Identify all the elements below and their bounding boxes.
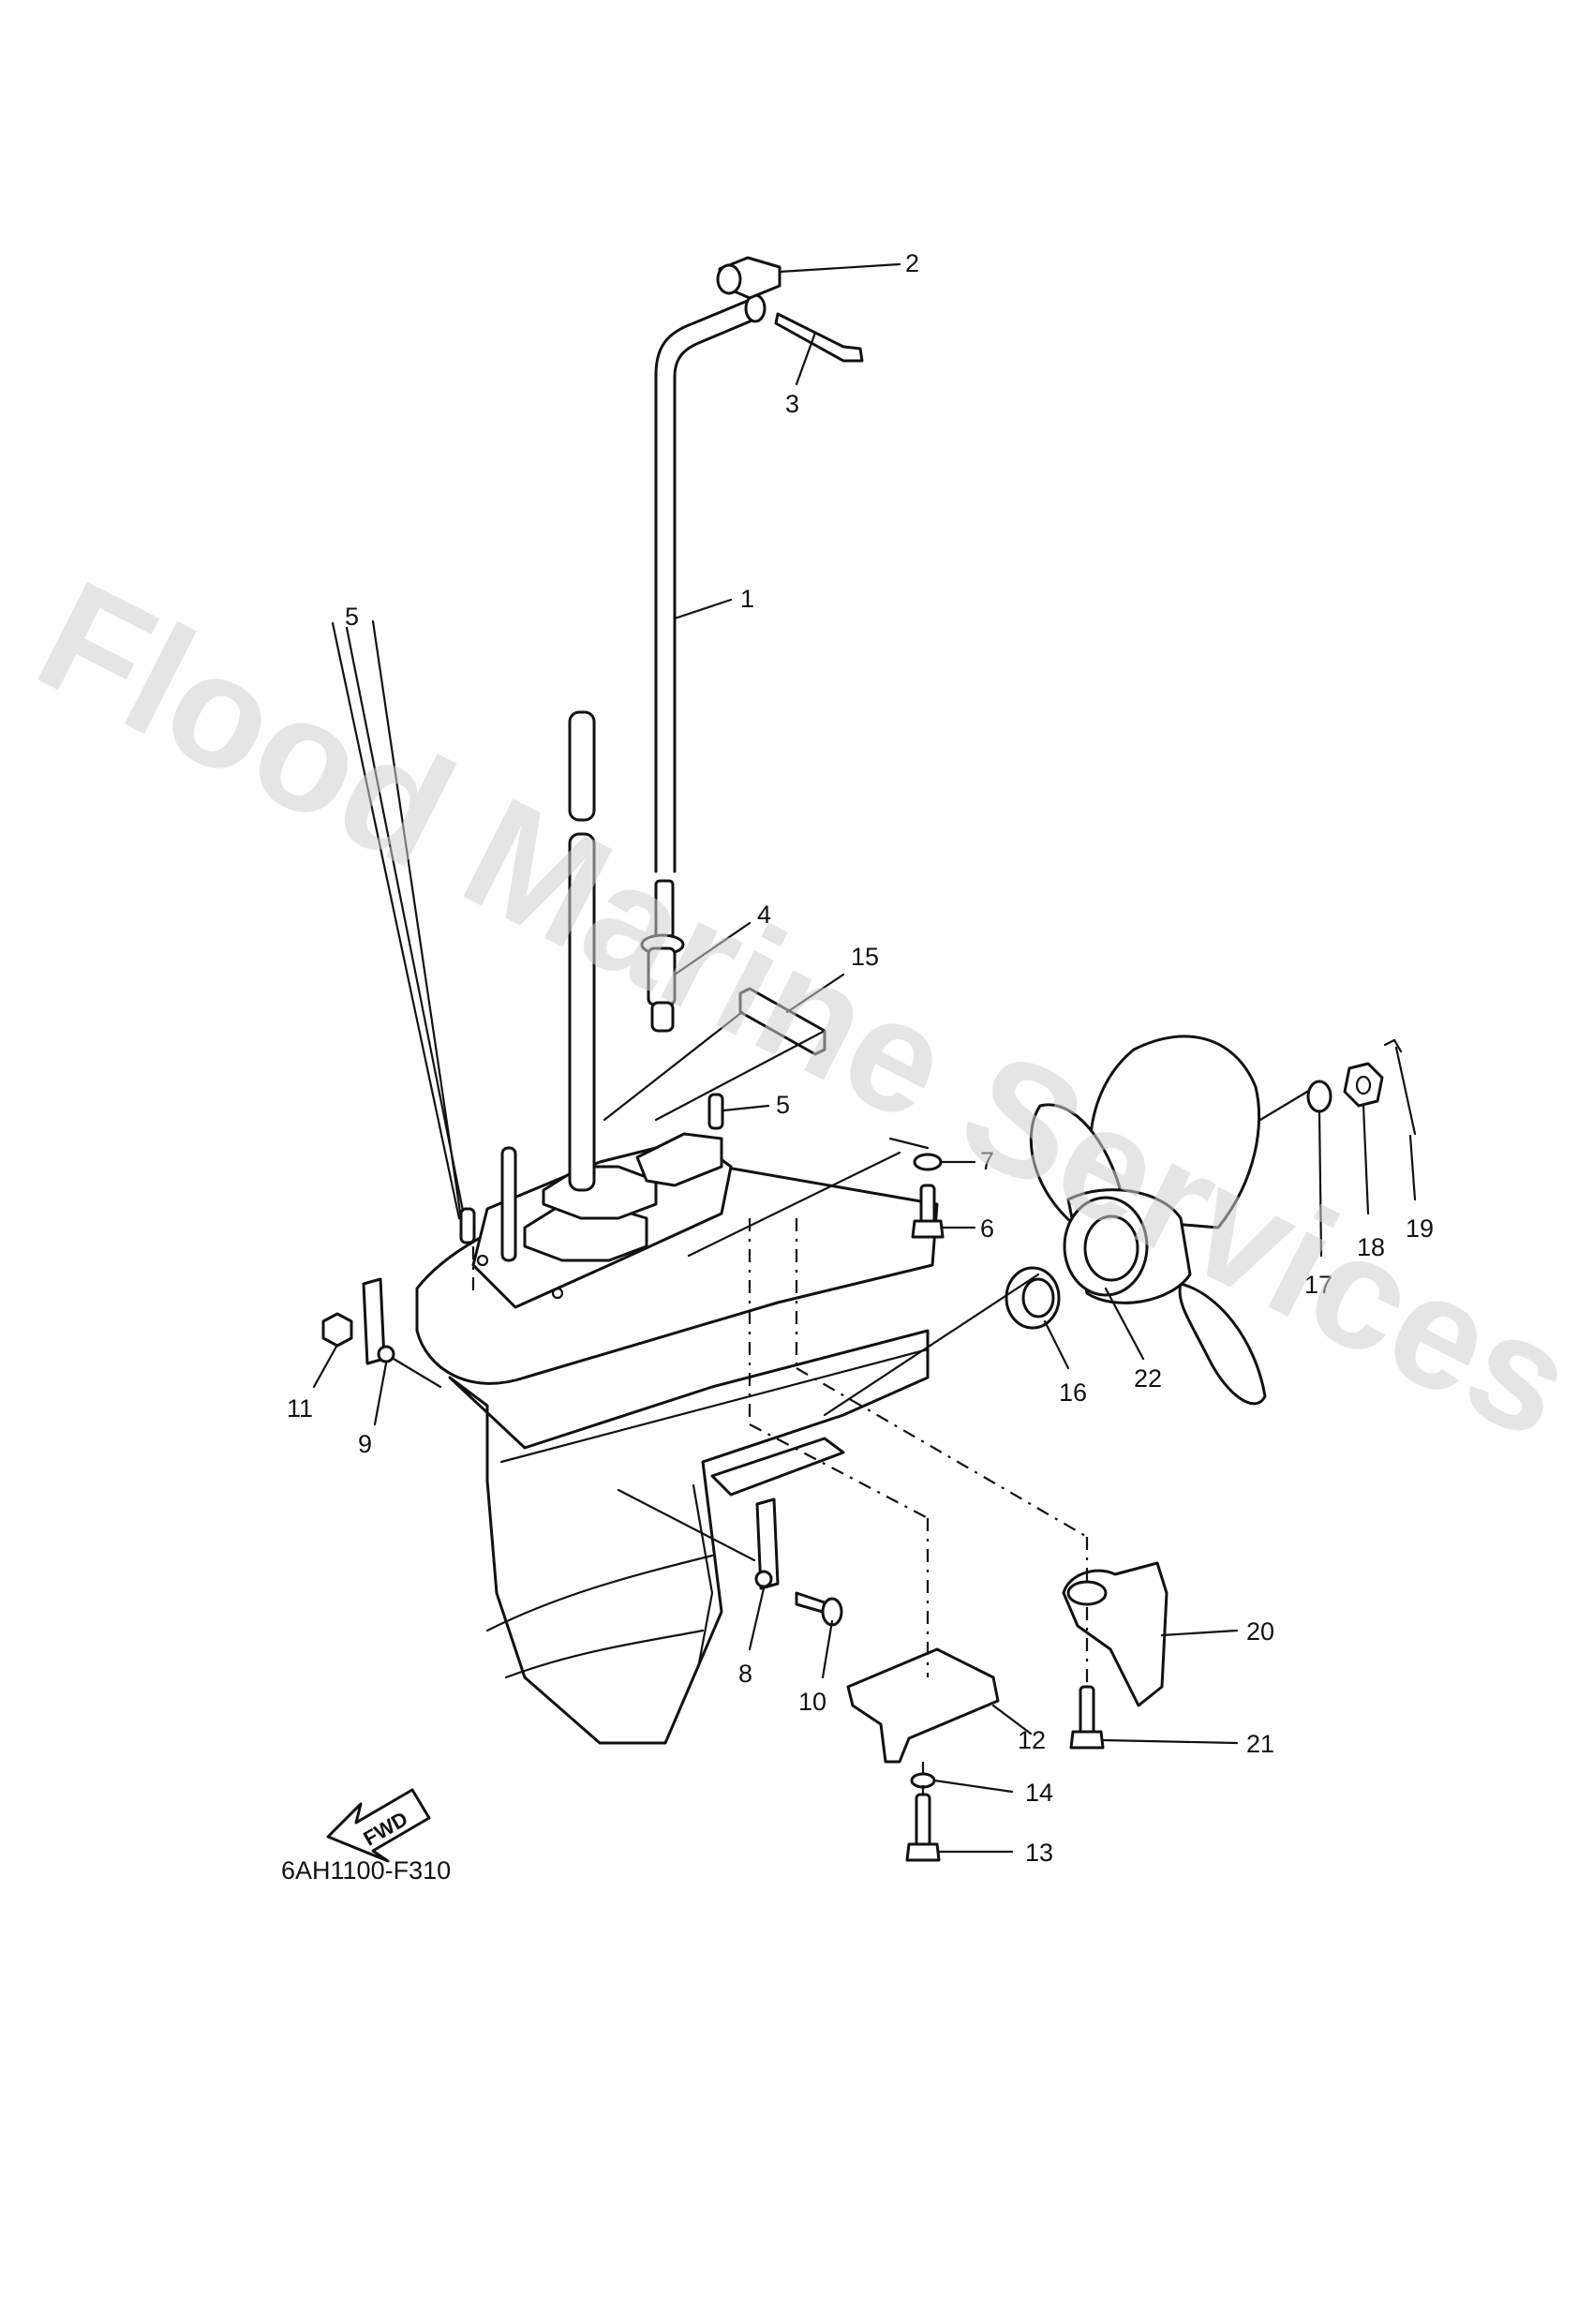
- leader-lines: [312, 262, 1417, 1854]
- nut-part-18: [1343, 1062, 1384, 1108]
- callout-11: 11: [287, 1394, 313, 1423]
- callout-17: 17: [1304, 1271, 1332, 1299]
- propeller-part-22: [1029, 1035, 1267, 1406]
- washer-part-17: [1306, 1080, 1332, 1113]
- washer-part-14: [910, 1772, 936, 1789]
- plate-part-15: [738, 987, 826, 1056]
- water-pump-base: [523, 1132, 723, 1262]
- nut-part-11: [321, 1312, 353, 1348]
- clip-part-8: [754, 1497, 780, 1590]
- drive-shaft: [500, 710, 596, 1262]
- anode-part-12: [846, 1647, 1000, 1764]
- bolt-part-21: [1069, 1685, 1105, 1750]
- fwd-arrow: FWD: [326, 1788, 431, 1863]
- diagram-code: 6AH1100-F310: [281, 1856, 451, 1885]
- callout-16: 16: [1059, 1378, 1087, 1407]
- bolt-part-13: [905, 1793, 941, 1862]
- callout-22: 22: [1134, 1364, 1162, 1393]
- callout-7: 7: [980, 1147, 994, 1175]
- callout-6: 6: [980, 1214, 994, 1243]
- callout-21: 21: [1246, 1730, 1274, 1758]
- callout-15: 15: [851, 943, 879, 971]
- watermark-text: Flood Marine Services: [12, 547, 1578, 1474]
- callout-13: 13: [1025, 1839, 1053, 1867]
- callout-18: 18: [1357, 1233, 1385, 1261]
- screw-part-10: [795, 1591, 843, 1627]
- callout-9: 9: [358, 1430, 372, 1458]
- callout-5-left: 5: [345, 603, 359, 631]
- callout-20: 20: [1246, 1617, 1274, 1646]
- cable-tie-part-3: [774, 312, 864, 363]
- dowel-pin-part-5-left: [459, 1207, 476, 1244]
- callout-19: 19: [1406, 1214, 1434, 1243]
- cotter-pin-part-19: [1383, 1038, 1417, 1136]
- callout-10: 10: [798, 1688, 826, 1716]
- bolt-part-6: [911, 1184, 945, 1239]
- callout-4: 4: [757, 901, 771, 929]
- callout-2: 2: [905, 249, 919, 277]
- lower-unit-housing: [415, 1137, 939, 1745]
- callout-5-right: 5: [776, 1091, 790, 1119]
- water-tube: [654, 293, 767, 873]
- dowel-pin-part-5-right: [707, 1093, 724, 1130]
- callout-12: 12: [1018, 1726, 1046, 1754]
- callout-8: 8: [738, 1660, 752, 1688]
- callout-14: 14: [1025, 1779, 1053, 1807]
- spacer-part-16: [1005, 1266, 1061, 1330]
- trim-tab-part-20: [1062, 1561, 1169, 1707]
- clip-part-9: [362, 1277, 395, 1365]
- callout-1: 1: [740, 585, 754, 613]
- callout-3: 3: [785, 390, 799, 418]
- water-tube-seal-part-4: [640, 879, 685, 1033]
- callout-labels: 1 2 3 4 5 5 6 7 8 9 10 11 12 13 14 15 16…: [287, 249, 1434, 1867]
- grommet-part-2: [716, 256, 782, 300]
